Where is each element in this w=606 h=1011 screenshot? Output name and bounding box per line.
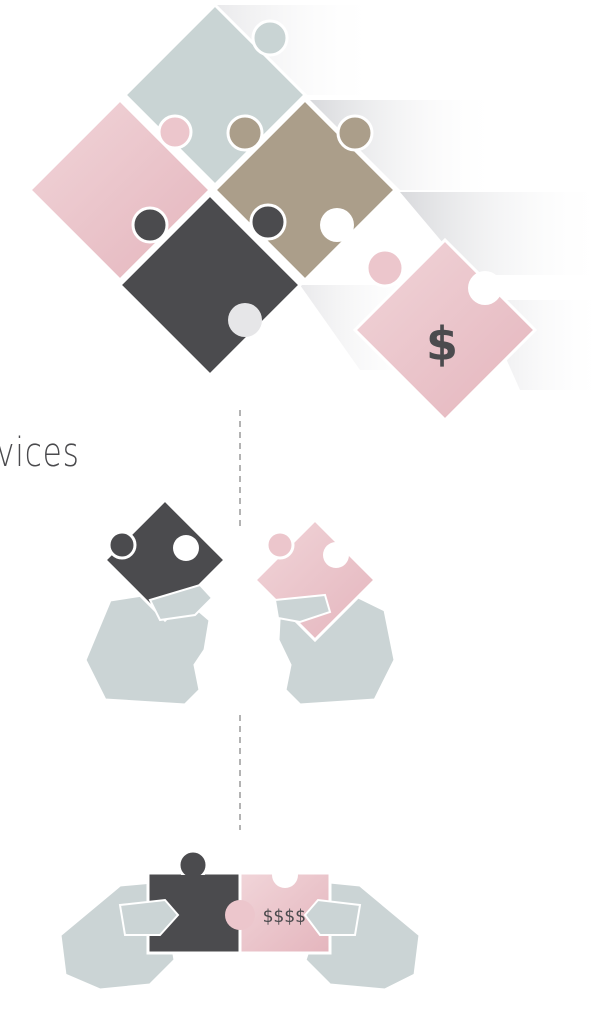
right-thumb [273,593,332,624]
left-thumb-joining [118,898,180,936]
puzzle-cluster-illustration: $ [27,2,606,423]
dollar-label: $$$$ [262,906,305,927]
text-fragment: vices [0,430,80,476]
left-thumb [148,583,214,622]
motion-streak [400,192,606,275]
hands-joining-pieces-illustration: $$$$ [58,849,422,992]
puzzle-piece-dollar: $ [352,237,538,423]
right-thumb-joining [303,898,362,936]
dollar-symbol: $ [426,317,458,371]
hands-holding-pieces-illustration [83,497,397,707]
puzzle-piece-charcoal [117,192,303,378]
